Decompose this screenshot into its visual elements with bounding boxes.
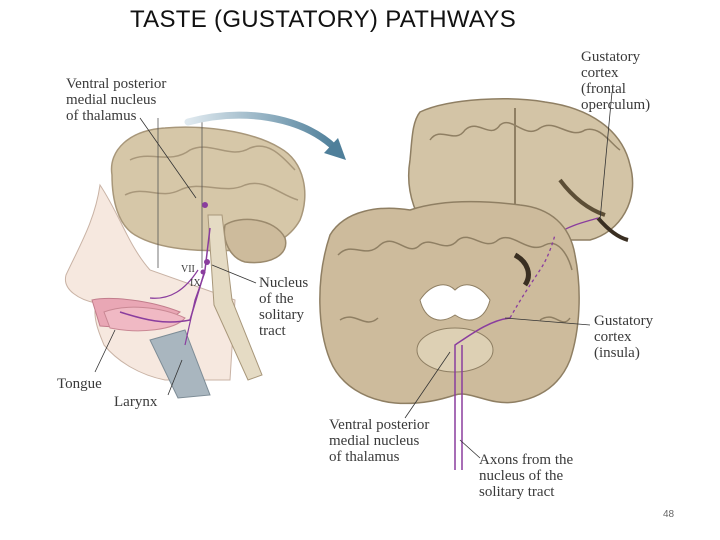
slide-title: TASTE (GUSTATORY) PATHWAYS — [130, 6, 517, 33]
label-nerve-ix: IX — [190, 278, 201, 289]
label-gustatory-cortex-insula: Gustatory cortex (insula) — [594, 313, 654, 361]
head-sagittal-section — [64, 117, 306, 399]
curved-arrow-icon — [184, 111, 346, 160]
slide-number: 48 — [663, 509, 675, 520]
label-nucleus-solitary-tract: Nucleus of the solitary tract — [259, 275, 309, 339]
label-tongue: Tongue — [57, 376, 102, 392]
label-vpm-bottom: Ventral posterior medial nucleus of thal… — [329, 417, 430, 465]
label-nerve-vii: VII — [181, 264, 195, 275]
label-larynx: Larynx — [114, 394, 158, 410]
label-axons-solitary-tract: Axons from the nucleus of the solitary t… — [479, 452, 574, 500]
label-gustatory-cortex-frontal: Gustatory cortex (frontal operculum) — [581, 49, 651, 113]
coronal-section-anterior — [319, 201, 591, 470]
label-vpm-top: Ventral posterior medial nucleus of thal… — [66, 76, 167, 124]
